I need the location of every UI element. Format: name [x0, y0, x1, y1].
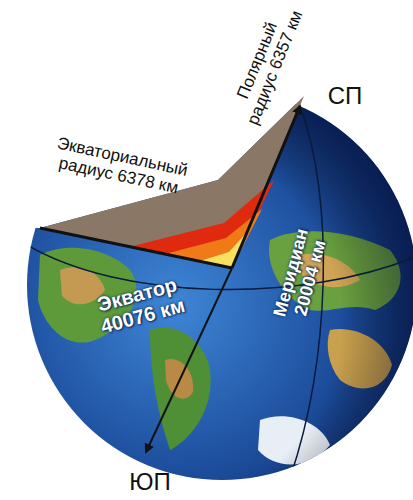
- pole-label: СП: [315, 83, 375, 110]
- equatorial-radius: [40, 228, 232, 268]
- outer-core-layer: [165, 209, 262, 268]
- pole-label: ЮП: [120, 469, 180, 496]
- mantle-layer: [130, 180, 274, 268]
